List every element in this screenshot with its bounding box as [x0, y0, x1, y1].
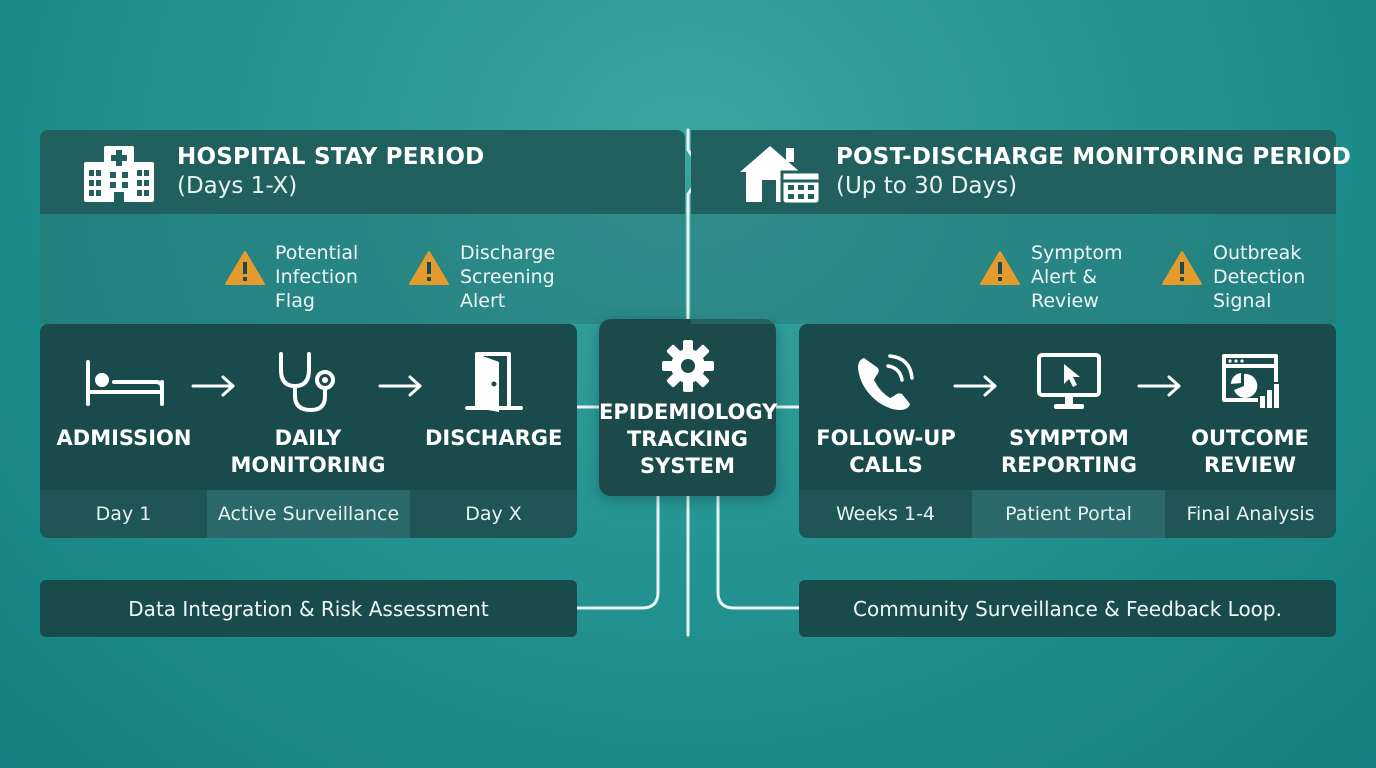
timeline-cell-active-surveillance: Active Surveillance — [207, 490, 410, 538]
timeline-cell-day-1: Day 1 — [40, 490, 207, 538]
hub-connector-bottom-right — [716, 495, 801, 610]
report-chart-icon — [1222, 354, 1279, 408]
alert-potential-infection-flag: Potential Infection Flag — [275, 242, 359, 312]
data-integration-box: Data Integration & Risk Assessment — [40, 580, 577, 637]
post-discharge-timeline-cells: Weeks 1-4 Patient Portal Final Analysis — [799, 490, 1336, 538]
alert-discharge-screening: Discharge Screening Alert — [460, 242, 556, 312]
timeline-cell-final-analysis: Final Analysis — [1165, 490, 1336, 538]
community-surveillance-box: Community Surveillance & Feedback Loop. — [799, 580, 1336, 637]
stethoscope-icon — [279, 352, 335, 413]
door-exit-icon — [465, 352, 523, 412]
hospital-stay-alert-area — [40, 214, 685, 324]
warning-triangle-icon — [409, 251, 449, 285]
warning-triangle-icon — [1162, 251, 1202, 285]
step-daily-monitoring: DAILY MONITORING — [230, 426, 386, 477]
alert-outbreak-detection: Outbreak Detection Signal — [1213, 242, 1306, 312]
phone-icon — [858, 354, 914, 410]
flow-arrow-icon — [378, 375, 422, 397]
post-discharge-subtitle: (Up to 30 Days) — [836, 173, 1018, 199]
bed-icon — [86, 360, 164, 406]
hub-connector-bottom-left — [575, 495, 660, 610]
step-follow-up-calls: FOLLOW-UP CALLS — [816, 426, 956, 477]
post-discharge-alert-area — [691, 214, 1336, 324]
timeline-cell-patient-portal: Patient Portal — [972, 490, 1165, 538]
flow-arrow-icon — [1137, 375, 1181, 397]
step-outcome-review: OUTCOME REVIEW — [1191, 426, 1309, 477]
hospital-stay-title: HOSPITAL STAY PERIOD — [177, 144, 485, 170]
epidemiology-tracking-hub: EPIDEMIOLOGY TRACKING SYSTEM — [599, 319, 778, 496]
flow-arrow-icon — [953, 375, 997, 397]
step-symptom-reporting: SYMPTOM REPORTING — [1001, 426, 1137, 477]
hospital-building-icon — [84, 146, 154, 202]
home-calendar-icon — [740, 146, 822, 206]
timeline-cell-day-x: Day X — [410, 490, 577, 538]
timeline-cell-weeks: Weeks 1-4 — [799, 490, 972, 538]
warning-triangle-icon — [980, 251, 1020, 285]
warning-triangle-icon — [225, 251, 265, 285]
flow-arrow-icon — [191, 375, 235, 397]
hub-label: EPIDEMIOLOGY TRACKING SYSTEM — [599, 400, 778, 478]
step-discharge: DISCHARGE — [425, 426, 563, 450]
step-admission: ADMISSION — [56, 426, 192, 450]
alert-symptom-review: Symptom Alert & Review — [1031, 242, 1123, 312]
hospital-stay-subtitle: (Days 1-X) — [177, 173, 298, 199]
hospital-timeline-cells: Day 1 Active Surveillance Day X — [40, 490, 577, 538]
gear-icon — [662, 340, 714, 392]
post-discharge-title: POST-DISCHARGE MONITORING PERIOD — [836, 144, 1352, 170]
monitor-cursor-icon — [1037, 353, 1101, 409]
